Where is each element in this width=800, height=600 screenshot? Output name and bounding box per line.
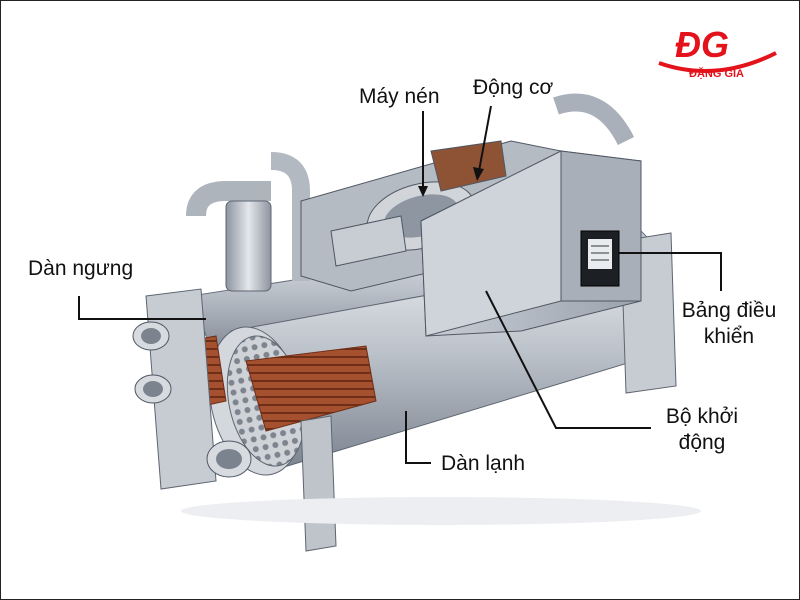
label-starter-line1: Bộ khởi — [665, 405, 739, 428]
logo-monogram: ĐG — [675, 24, 729, 65]
logo-brand-text: ĐẶNG GIA — [689, 67, 744, 80]
label-starter: Bộ khởi động — [656, 404, 748, 456]
floor-shadow — [181, 497, 701, 525]
arrowhead-motor — [473, 167, 484, 181]
label-control-panel-line1: Bảng điều — [681, 299, 777, 322]
leader-starter — [485, 290, 651, 429]
control-panel-display — [580, 230, 620, 287]
label-evaporator: Dàn lạnh — [441, 452, 526, 475]
leader-control-panel — [619, 252, 722, 291]
label-control-panel-line2: khiển — [703, 325, 755, 348]
label-starter-line2: động — [678, 431, 726, 454]
label-compressor: Máy nén — [359, 85, 440, 108]
water-nozzles — [132, 321, 252, 478]
label-motor: Động cơ — [473, 76, 554, 99]
leader-evaporator — [405, 411, 431, 464]
label-control-panel: Bảng điều khiển — [674, 298, 784, 350]
label-condenser: Dàn ngưng — [28, 257, 134, 280]
arrowhead-compressor — [418, 186, 428, 197]
logo-swoosh — [658, 51, 777, 73]
brand-logo: ĐG ĐẶNG GIA — [658, 24, 777, 80]
leader-motor — [478, 105, 492, 172]
leader-condenser — [78, 296, 206, 320]
refrigerant-piping — [185, 93, 635, 301]
